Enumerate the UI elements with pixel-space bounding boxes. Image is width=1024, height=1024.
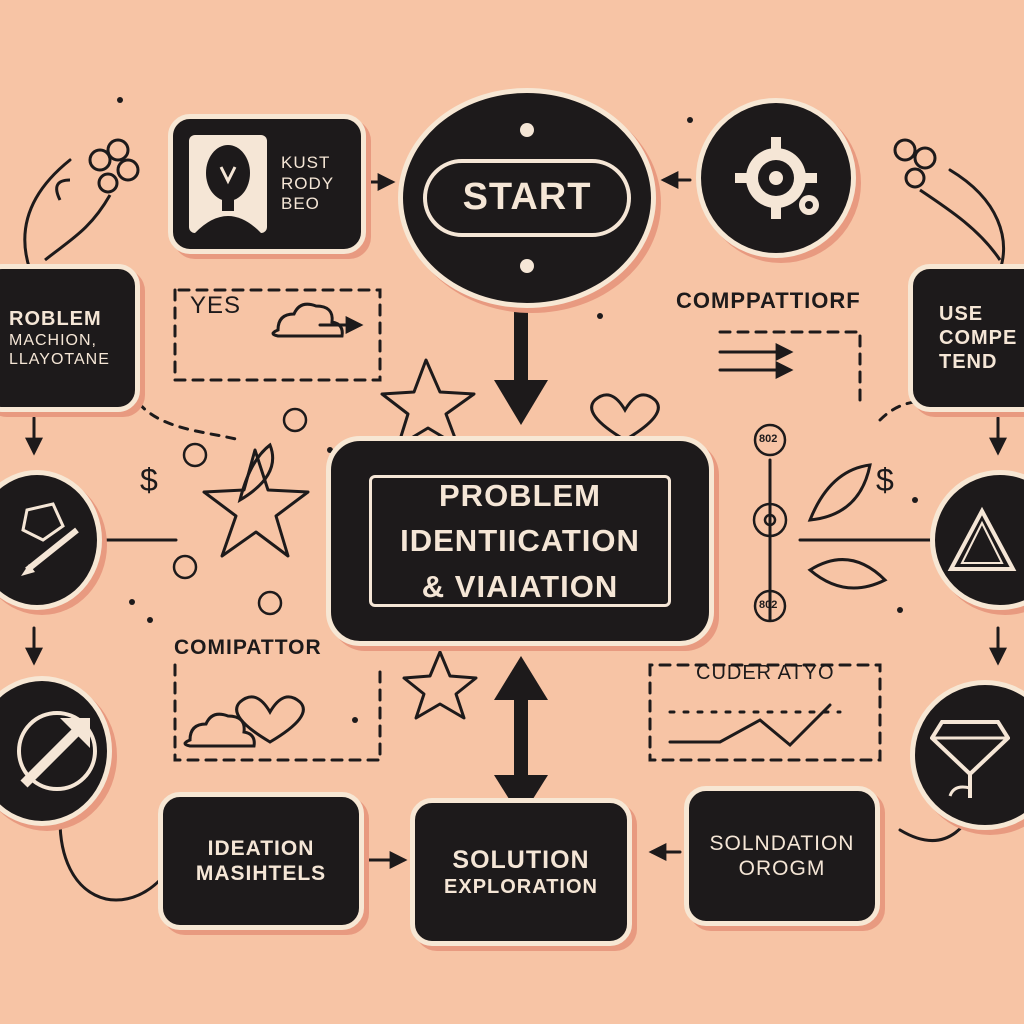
diamond-flower-icon [930,710,1010,800]
label-cuder-atyo: CUDER ATYO [696,662,835,684]
timeline-line [668,703,832,748]
solution-exploration-node[interactable]: SOLUTION EXPLORATION [410,798,632,946]
label-dollar-right: $ [876,462,895,498]
left-problem-node[interactable]: ROBLEM MACHION, LLAYOTANE [0,264,140,412]
start-dot-bottom [520,259,534,273]
badge-circle [282,407,308,433]
sparkle-dot [352,717,358,723]
flower-icon [893,138,1002,261]
gem-pencil-node[interactable] [0,470,102,610]
sparkle-dot [687,117,693,123]
triangle-icon [947,505,1017,575]
target-icon [752,502,788,538]
flower-icon [44,138,140,262]
arrow-head-down [494,775,548,818]
problem-identification-node[interactable]: PROBLEM IDENTIICATION & VIAIATION [326,436,714,646]
gear-target-icon [721,123,831,233]
cloud-icon [271,302,344,338]
connector-dashed-cuder [648,663,882,762]
left-problem-line-1: ROBLEM [9,307,102,330]
badge-label-top: 802 [759,433,778,445]
person-line-3: BEO [281,194,320,214]
badge-circle [182,442,208,468]
connector-dashed-compiaptor [173,663,382,762]
soldation-node[interactable]: SOLNDATION OROGM [684,786,880,926]
right-user-line-1: USE [939,303,984,325]
ideation-node[interactable]: IDEATION MASIHTELS [158,792,364,930]
connector-dashed-compaptiorf [718,330,862,402]
solution-line-1: SOLUTION [452,846,590,874]
start-node[interactable]: START [398,88,656,308]
problem-line-3: & VIAIATION [421,568,619,604]
diamond-flower-node[interactable] [910,680,1024,830]
leaf-icon [237,442,275,504]
connector-curve-top-right [948,168,1005,272]
leaf-icon [807,558,888,590]
heart-icon [590,393,660,442]
problem-line-1: PROBLEM [439,478,601,514]
star-icon [202,448,310,558]
badge-circle [753,589,787,623]
soldation-line-1: SOLNDATION [709,831,855,855]
gem-pencil-icon [17,500,87,580]
soldation-line-2: OROGM [738,857,826,880]
start-pill: START [422,159,632,237]
arrow-node[interactable] [0,676,112,826]
person-line-2: RODY [281,173,335,193]
star-icon [380,358,476,448]
star-icon [402,650,478,720]
connector-curve-bottom-left [58,818,162,902]
person-line-1: KUST [281,153,331,173]
ideation-line-2: MASIHTELS [195,862,327,885]
arrow-head-up [494,656,548,700]
start-dot-top [520,123,534,137]
label-dollar-left: $ [140,462,159,498]
start-label: START [462,176,592,219]
right-user-node[interactable]: USE COMPE TEND [908,264,1024,412]
sparkle-dot [147,617,153,623]
arrow-icon [14,708,100,794]
gear-node[interactable] [696,98,856,258]
connector-dashed-left [128,388,242,442]
person-icon [189,135,267,233]
leaf-icon [807,463,872,522]
ideation-line-1: IDEATION [207,836,315,860]
label-compiaptor: COMIPATTOR [174,636,322,659]
right-user-line-3: TEND [939,351,998,373]
right-user-line-2: COMPE [939,327,1018,349]
cloud-icon [183,712,256,748]
left-problem-line-3: LLAYOTANE [9,351,110,368]
arrow-shaft-double [514,690,528,780]
problem-line-2: IDENTIICATION [400,523,640,559]
problem-inner-frame [369,475,671,607]
sparkle-dot [912,497,918,503]
arrow-head-start-problem [494,380,548,425]
label-yes: YES [190,292,242,319]
arrow-shaft-start-problem [514,305,528,385]
sparkle-dot [597,313,603,319]
label-compaptiorf: COMPPATTIORF [676,288,861,313]
badge-circle [172,554,198,580]
connector-dashed-yes [173,288,382,382]
badge-circle [257,590,283,616]
connector-curve-top-left [23,158,72,272]
person-card-node[interactable]: KUST RODY BEO [168,114,366,254]
badge-label-bottom: 802 [759,599,778,611]
heart-icon [235,695,305,744]
solution-line-2: EXPLORATION [444,876,598,898]
sparkle-dot [129,599,135,605]
target-icon [763,513,777,527]
left-problem-line-2: MACHION, [9,331,97,349]
sparkle-dot [117,97,123,103]
badge-circle [753,423,787,457]
sparkle-dot [897,607,903,613]
